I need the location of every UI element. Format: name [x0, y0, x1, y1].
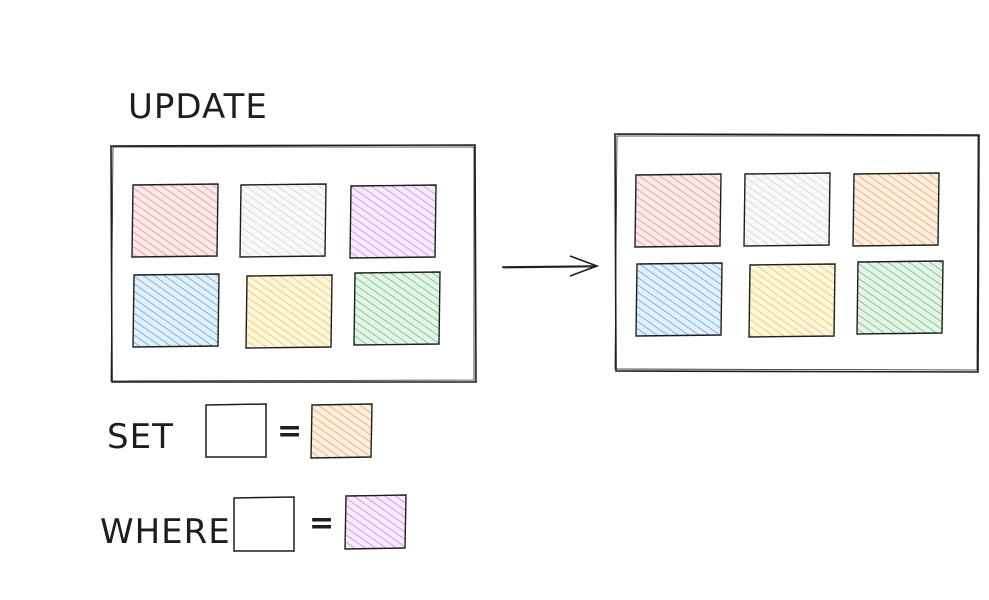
set-value-swatch [310, 403, 373, 459]
where-value-swatch [344, 494, 407, 550]
before-cell-yellow [245, 274, 333, 349]
where-equals: = [309, 506, 334, 541]
before-cell-gray [239, 183, 327, 258]
where-swatch-purple [344, 494, 407, 550]
after-cell-green [856, 260, 944, 335]
after-cell-orange [852, 172, 940, 247]
where-empty-box [233, 496, 295, 552]
where-clause: WHERE = [100, 494, 407, 552]
set-equals: = [277, 414, 302, 449]
update-label: UPDATE [128, 87, 268, 127]
before-cell-green [353, 271, 441, 346]
where-label: WHERE [100, 512, 231, 552]
before-cell-purple [349, 184, 437, 259]
set-empty-box [205, 403, 267, 458]
set-label: SET [107, 417, 174, 457]
after-cell-blue [635, 262, 723, 337]
before-cell-red [131, 183, 219, 258]
arrow-icon [501, 255, 600, 277]
set-clause: SET = [107, 403, 373, 459]
set-swatch-orange [310, 403, 373, 459]
before-table [110, 144, 477, 383]
after-cell-yellow [748, 263, 836, 338]
after-cell-red [634, 173, 722, 248]
after-cell-gray [743, 172, 831, 247]
before-cell-blue [132, 273, 220, 348]
after-table [614, 133, 980, 373]
